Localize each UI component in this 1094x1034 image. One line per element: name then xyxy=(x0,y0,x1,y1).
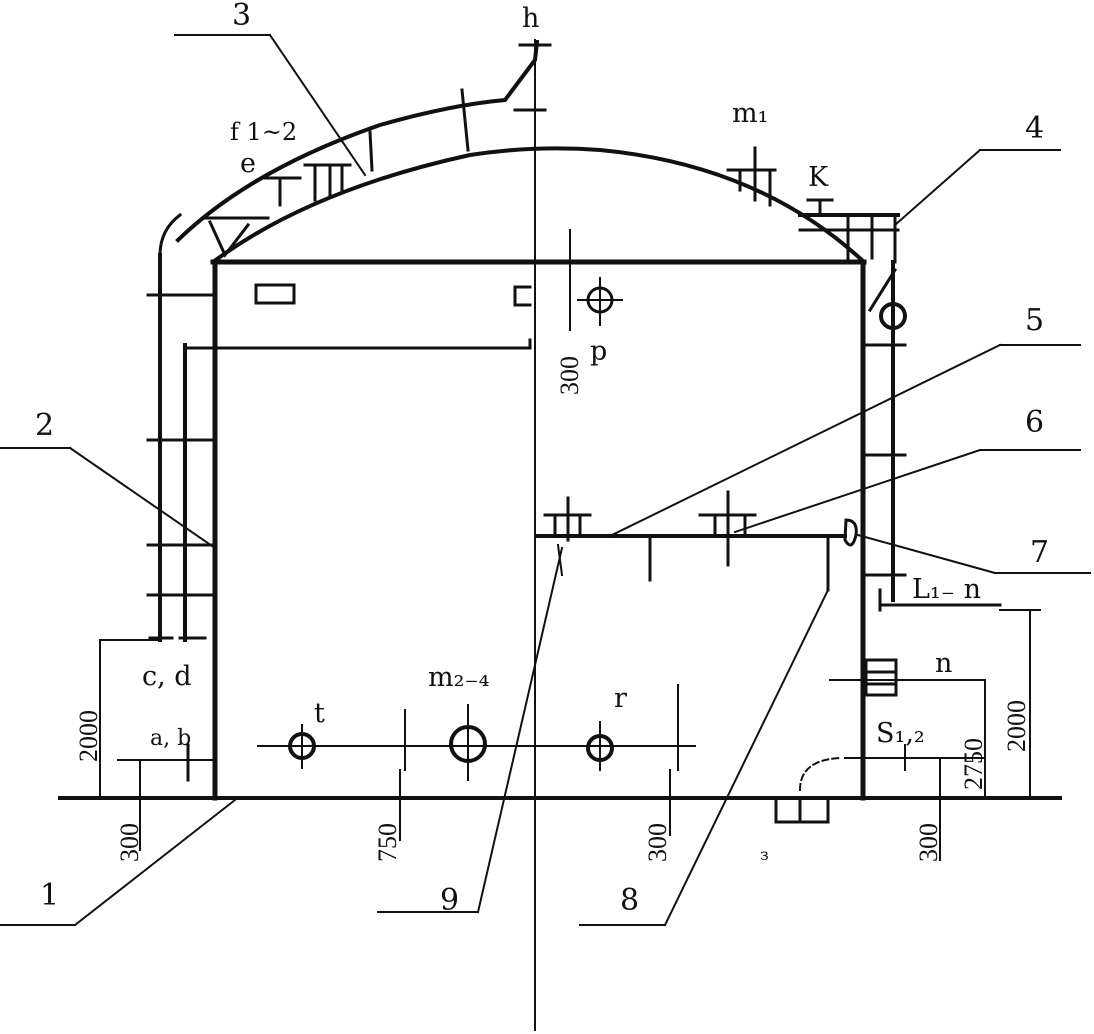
roof-bracket-left xyxy=(203,216,270,258)
label-ab: a, b xyxy=(150,726,191,751)
callout-6: 6 xyxy=(1025,405,1044,440)
roof-nozzles xyxy=(263,43,777,207)
callout-1: 1 xyxy=(40,878,59,913)
callout-2: 2 xyxy=(35,408,54,443)
label-k: K xyxy=(808,162,829,193)
dimension-labels: 300 2000 300 750 300 2750 2000 300 xyxy=(74,356,1031,862)
label-e: e xyxy=(240,148,256,179)
callout-3: 3 xyxy=(232,0,251,33)
leader-lines xyxy=(0,33,1091,927)
roof-platform xyxy=(798,198,900,264)
nozzle-labels: h f 1~2 e m₁ K p c, d a, b t m₂₋₄ r L₁₋ … xyxy=(142,3,981,864)
tank-shell xyxy=(58,259,1062,801)
label-p: p xyxy=(590,336,607,367)
dim-2750: 2750 xyxy=(959,738,988,790)
lower-shell-nozzles xyxy=(117,658,986,824)
dim-300-top: 300 xyxy=(555,356,584,395)
label-t: t xyxy=(314,698,325,729)
label-m1: m₁ xyxy=(732,98,768,129)
left-external-pipe xyxy=(146,253,532,642)
dome-roof xyxy=(158,39,867,265)
callout-4: 4 xyxy=(1025,111,1044,146)
label-r: r xyxy=(614,683,627,714)
callout-8: 8 xyxy=(620,883,639,918)
dim-750: 750 xyxy=(373,823,402,862)
dim-300-right: 300 xyxy=(914,823,943,862)
right-external-pipe xyxy=(861,260,1002,612)
label-n: n xyxy=(935,648,952,679)
label-s: S₁,₂ xyxy=(876,718,925,749)
callout-9: 9 xyxy=(440,883,459,918)
label-l: L₁₋ n xyxy=(912,574,981,605)
label-cd: c, d xyxy=(142,661,192,692)
upper-shell-fittings xyxy=(254,229,623,331)
label-f: f 1~2 xyxy=(230,118,297,146)
label-small-mark: з xyxy=(760,845,769,864)
callout-5: 5 xyxy=(1025,303,1044,338)
dim-2000-left: 2000 xyxy=(74,710,103,762)
dim-2000-right: 2000 xyxy=(1002,700,1031,752)
callout-labels: 1 2 3 4 5 6 7 8 9 xyxy=(35,0,1049,918)
label-h: h xyxy=(522,3,539,34)
callout-7: 7 xyxy=(1030,535,1049,570)
label-m2: m₂₋₄ xyxy=(428,662,490,693)
dim-300-mid: 300 xyxy=(643,823,672,862)
dim-300-left: 300 xyxy=(115,823,144,862)
dimension-lines xyxy=(99,609,1041,861)
